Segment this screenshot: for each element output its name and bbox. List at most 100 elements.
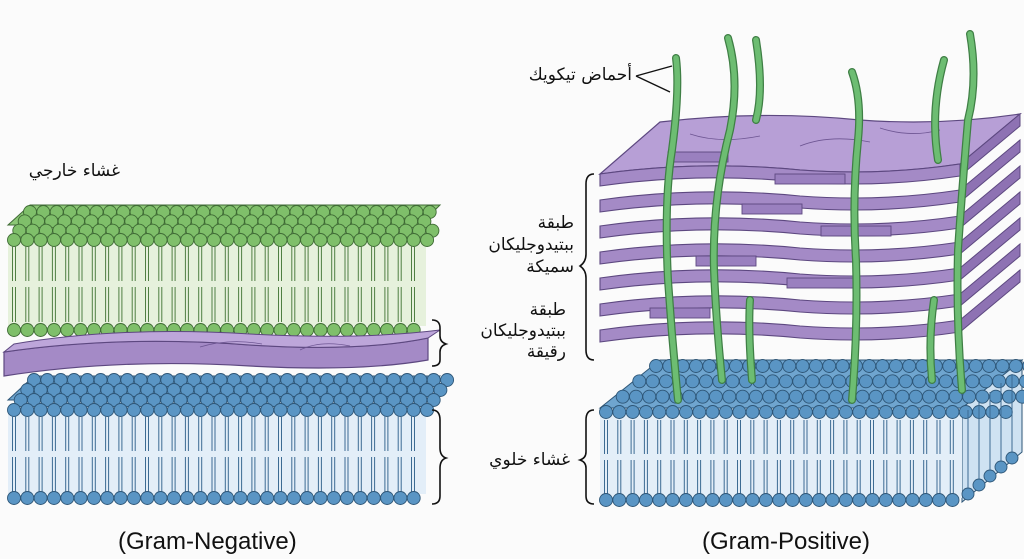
lipid-head (865, 405, 880, 419)
lipid-tail (264, 246, 269, 322)
lipid-tail (643, 420, 648, 494)
lipid-tail (830, 420, 835, 494)
lipid-head (166, 403, 181, 417)
lipid-head (7, 491, 21, 505)
lipid-tail (344, 246, 349, 322)
lipid-head (665, 493, 680, 507)
lipid-head (975, 389, 990, 404)
lipid-head (625, 405, 640, 419)
lipid-head (206, 233, 221, 247)
lipid-tail (870, 420, 874, 494)
lipid-head (233, 233, 248, 247)
lipid-head (73, 403, 88, 417)
lipid-tail (763, 420, 768, 494)
lipid-tail (683, 420, 688, 494)
lipid-head (718, 405, 733, 419)
lipid-head (838, 493, 853, 507)
lipid-tail (723, 420, 728, 494)
lipid-head (758, 405, 773, 419)
thick-label-line-1: طبقة (537, 213, 574, 233)
lipid-tail (936, 420, 941, 494)
lipid-head (972, 478, 986, 492)
lipid-head (233, 491, 248, 505)
teichoic-pointer (635, 65, 673, 93)
lipid-head (772, 405, 787, 419)
lipid-head (858, 374, 873, 389)
crosslink-block (649, 307, 711, 319)
lipid-head (273, 491, 288, 505)
lipid-head (286, 491, 301, 505)
lipid-head (958, 405, 973, 419)
lipid-head (875, 359, 890, 373)
peptidoglycan-sheet (599, 241, 961, 265)
lipid-head (722, 389, 737, 404)
lipid-head (762, 389, 777, 404)
lipid-tail (411, 246, 415, 322)
lipid-tail (750, 420, 755, 494)
lipid-head (832, 374, 847, 389)
lipid-head (868, 389, 883, 404)
lipid-head (679, 493, 693, 507)
lipid-tail (357, 246, 362, 322)
lipid-head (246, 233, 261, 247)
lipid-head (905, 405, 920, 419)
lipid-head (1018, 374, 1024, 389)
teichoic-acid-fiber (711, 35, 738, 383)
lipid-tail (317, 416, 322, 492)
lipid-head (286, 403, 301, 417)
lipid-head (878, 493, 893, 507)
lipid-tail (211, 246, 216, 322)
lipid-tail (304, 416, 309, 492)
lipid-head (772, 493, 787, 507)
lipid-head (768, 359, 783, 373)
lipid-tail (198, 416, 203, 492)
lipid-head (808, 359, 823, 373)
lipid-head (73, 323, 88, 337)
gram-positive-caption: (Gram-Positive) (702, 528, 871, 555)
lipid-head (599, 405, 613, 419)
lipid-head (100, 233, 115, 247)
lipid-head (1015, 389, 1024, 404)
lipid-tail (118, 246, 123, 322)
lipid-head (340, 491, 355, 505)
lipid-head (33, 491, 48, 505)
lipid-tail (51, 246, 56, 322)
lipid-head (892, 405, 907, 419)
lipid-head (286, 323, 301, 337)
thin-layer-bracket (431, 319, 449, 367)
lipid-head (755, 359, 770, 373)
lipid-tail (856, 420, 861, 494)
teichoic-acid-fiber (746, 297, 755, 383)
lipid-tail (158, 416, 163, 492)
lipid-head (193, 491, 208, 505)
lipid-head (420, 233, 435, 247)
lipid-head (113, 233, 128, 247)
lipid-head (885, 374, 900, 389)
lipid-head (380, 403, 395, 417)
lipid-head (313, 323, 328, 337)
lipid-tail (710, 420, 715, 494)
lipid-tail (211, 416, 216, 492)
lipid-head (313, 403, 328, 417)
lipid-head (798, 405, 813, 419)
lipid-tail (278, 416, 282, 492)
lipid-head (995, 359, 1010, 373)
lipid-head (126, 233, 141, 247)
lipid-head (825, 493, 840, 507)
lipid-head (180, 403, 195, 417)
lipid-head (994, 460, 1008, 474)
lipid-tail (91, 416, 96, 492)
lipid-head (126, 403, 141, 417)
lipid-head (393, 233, 408, 247)
lipid-tail (251, 246, 256, 322)
lipid-tail (198, 246, 203, 322)
lipid-head (778, 374, 793, 389)
lipid-tail (344, 416, 349, 492)
lipid-tail (184, 246, 189, 322)
lipid-head (735, 389, 750, 404)
lipid-head (353, 323, 368, 337)
lipid-head (260, 233, 275, 247)
lipid-head (692, 405, 707, 419)
lipid-head (825, 405, 840, 419)
lipid-tail (411, 416, 415, 492)
